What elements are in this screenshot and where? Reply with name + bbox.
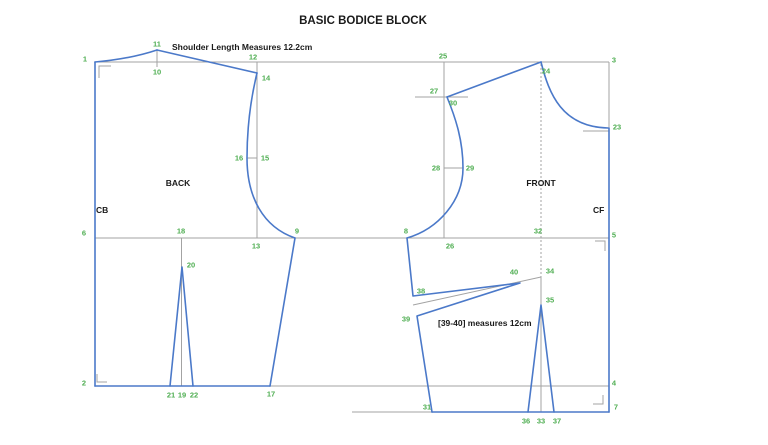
corner-mark bbox=[96, 374, 107, 383]
point-label-21: 21 bbox=[167, 391, 175, 400]
point-label-35: 35 bbox=[546, 296, 554, 305]
point-label-17: 17 bbox=[267, 390, 275, 399]
point-label-1: 1 bbox=[83, 55, 87, 64]
point-label-12: 12 bbox=[249, 53, 257, 62]
point-label-5: 5 bbox=[612, 231, 616, 240]
back-shoulder-seam bbox=[156, 49, 258, 74]
front-piece-label: FRONT bbox=[526, 178, 556, 188]
point-label-19: 19 bbox=[178, 391, 186, 400]
corner-mark bbox=[593, 395, 604, 405]
point-label-25: 25 bbox=[439, 52, 447, 61]
front-waist-dart bbox=[527, 304, 555, 413]
point-label-31: 31 bbox=[423, 403, 431, 412]
point-label-32: 32 bbox=[534, 227, 542, 236]
point-label-36: 36 bbox=[522, 417, 530, 426]
point-label-29: 29 bbox=[466, 164, 474, 173]
point-label-16: 16 bbox=[235, 154, 243, 163]
point-label-20: 20 bbox=[187, 261, 195, 270]
shoulder-measure-note: Shoulder Length Measures 12.2cm bbox=[172, 42, 313, 52]
back-armhole-curve bbox=[246, 72, 296, 239]
page-title: BASIC BODICE BLOCK bbox=[299, 15, 427, 27]
back-neck-curve bbox=[94, 49, 158, 63]
point-label-15: 15 bbox=[261, 154, 269, 163]
pattern-geometry-layer bbox=[94, 49, 610, 413]
point-label-40: 40 bbox=[510, 268, 518, 277]
dart-measure-note: [39-40] measures 12cm bbox=[438, 318, 532, 328]
center-front-label: CF bbox=[593, 205, 604, 215]
point-label-34: 34 bbox=[546, 267, 555, 276]
center-back-label: CB bbox=[96, 205, 108, 215]
front-neck-curve bbox=[540, 61, 609, 129]
point-label-3: 3 bbox=[612, 56, 616, 65]
point-label-38: 38 bbox=[417, 287, 425, 296]
point-label-13: 13 bbox=[252, 242, 260, 251]
point-label-28: 28 bbox=[432, 164, 440, 173]
point-label-26: 26 bbox=[446, 242, 454, 251]
point-label-6: 6 bbox=[82, 229, 86, 238]
point-label-2: 2 bbox=[82, 379, 86, 388]
point-label-10: 10 bbox=[153, 68, 161, 77]
back-waist-dart bbox=[169, 266, 194, 387]
point-label-37: 37 bbox=[553, 417, 561, 426]
point-label-33: 33 bbox=[537, 417, 545, 426]
point-label-14: 14 bbox=[262, 74, 271, 83]
back-piece-label: BACK bbox=[166, 178, 191, 188]
corner-mark bbox=[595, 240, 606, 251]
point-label-11: 11 bbox=[153, 40, 161, 49]
point-label-9: 9 bbox=[295, 227, 299, 236]
corner-mark bbox=[98, 65, 111, 78]
point-label-24: 24 bbox=[542, 67, 551, 76]
point-label-8: 8 bbox=[404, 227, 408, 236]
front-shoulder-seam bbox=[446, 61, 542, 98]
back-side-seam bbox=[269, 237, 296, 387]
point-label-27: 27 bbox=[430, 87, 438, 96]
point-label-30: 30 bbox=[449, 99, 457, 108]
point-label-39: 39 bbox=[402, 315, 410, 324]
point-label-23: 23 bbox=[613, 123, 621, 132]
point-label-18: 18 bbox=[177, 227, 185, 236]
construction-line bbox=[412, 276, 542, 306]
point-label-22: 22 bbox=[190, 391, 198, 400]
front-side-seam-with-dart bbox=[406, 237, 521, 413]
point-label-4: 4 bbox=[612, 379, 617, 388]
front-armhole-curve bbox=[406, 96, 464, 239]
point-label-7: 7 bbox=[614, 403, 618, 412]
